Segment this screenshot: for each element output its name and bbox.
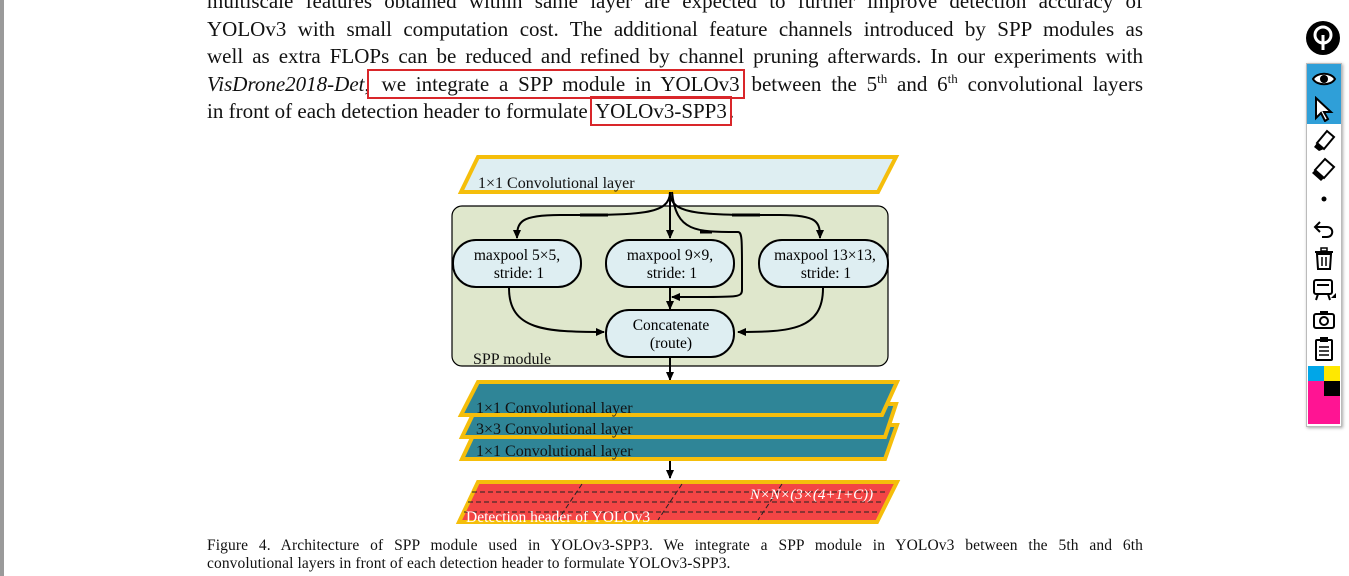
conv-layer-a-label: 1×1 Convolutional layer bbox=[476, 400, 633, 417]
maxpool-13-label: maxpool 13×13, bbox=[774, 247, 876, 264]
delete-button[interactable] bbox=[1307, 244, 1341, 274]
maxpool-9-node bbox=[605, 239, 735, 288]
figure-caption: Figure 4. Architecture of SPP module use… bbox=[207, 537, 1143, 573]
undo-icon bbox=[1313, 221, 1334, 238]
maxpool-5-node bbox=[452, 239, 582, 288]
paragraph-line: in front of each detection header to for… bbox=[207, 96, 1143, 126]
spp-arrows bbox=[508, 191, 824, 479]
whiteboard-button[interactable] bbox=[1307, 274, 1341, 304]
concatenate-node bbox=[605, 309, 735, 358]
conv-layer-b-label: 3×3 Convolutional layer bbox=[476, 421, 633, 438]
text-run: and 6 bbox=[887, 71, 948, 96]
color-swatch-cyan[interactable] bbox=[1308, 366, 1324, 381]
detection-formula: N×N×(3×(4+1+C)) bbox=[749, 487, 873, 503]
maxpool-13-node bbox=[758, 239, 889, 288]
detection-header-label: Detection header of YOLOv3 bbox=[466, 509, 650, 526]
color-swatch-magenta-2[interactable] bbox=[1324, 396, 1340, 424]
conv-layer-a-shape bbox=[457, 380, 901, 417]
concatenate-route: (route) bbox=[650, 335, 692, 352]
maxpool-5-stride: stride: 1 bbox=[494, 265, 544, 282]
highlight-annotation[interactable]: YOLOv3-SPP3 bbox=[590, 96, 732, 126]
board-icon bbox=[1313, 279, 1336, 301]
paragraph-line: YOLOv3 with small computation cost. The … bbox=[207, 16, 1143, 41]
dot-icon bbox=[1321, 196, 1327, 202]
eraser-icon bbox=[1312, 157, 1336, 181]
caption-line: Figure 4. Architecture of SPP module use… bbox=[207, 537, 1143, 554]
paragraph-line: VisDrone2018-Det, we integrate a SPP mod… bbox=[207, 68, 1143, 99]
body-paragraph: multiscale features obtained within same… bbox=[207, 0, 1143, 126]
superscript: th bbox=[947, 70, 958, 86]
camera-icon bbox=[1313, 311, 1335, 329]
logo-icon bbox=[1306, 21, 1340, 55]
cursor-icon bbox=[1315, 96, 1334, 122]
eye-icon bbox=[1311, 72, 1337, 86]
dataset-name: VisDrone2018-Det bbox=[207, 71, 365, 96]
conv-layer-c-label: 1×1 Convolutional layer bbox=[476, 443, 633, 460]
maxpool-13-stride: stride: 1 bbox=[801, 265, 851, 282]
branch-ticks bbox=[580, 213, 760, 234]
comma: , bbox=[364, 71, 370, 96]
detection-grid-lines bbox=[464, 483, 888, 521]
text-run: in front of each detection header to for… bbox=[207, 99, 593, 123]
cursor-tool-button[interactable] bbox=[1307, 94, 1341, 124]
maxpool-9-label: maxpool 9×9, bbox=[627, 247, 713, 264]
annotation-toolbar bbox=[1306, 63, 1342, 427]
text-run: between the 5 bbox=[741, 71, 878, 96]
color-swatch-black[interactable] bbox=[1324, 381, 1340, 396]
clipboard-icon bbox=[1315, 337, 1333, 361]
top-conv-layer-shape bbox=[457, 155, 900, 194]
color-swatch-yellow[interactable] bbox=[1324, 366, 1340, 381]
undo-button[interactable] bbox=[1307, 214, 1341, 244]
screenshot-button[interactable] bbox=[1307, 304, 1341, 334]
window-left-border bbox=[0, 0, 4, 576]
paragraph-line: multiscale features obtained within same… bbox=[207, 0, 1143, 13]
top-conv-label: 1×1 Convolutional layer bbox=[478, 175, 635, 192]
eraser-tool-button[interactable] bbox=[1307, 154, 1341, 184]
superscript: th bbox=[877, 70, 888, 86]
maxpool-9-stride: stride: 1 bbox=[647, 265, 697, 282]
caption-line: convolutional layers in front of each de… bbox=[207, 555, 731, 572]
clipboard-button[interactable] bbox=[1307, 334, 1341, 364]
trash-icon bbox=[1315, 247, 1333, 270]
highlight-annotation[interactable]: we integrate a SPP module in YOLOv3 bbox=[366, 68, 745, 99]
toggle-visibility-button[interactable] bbox=[1307, 64, 1341, 94]
concatenate-label: Concatenate bbox=[633, 317, 710, 334]
text-run: convolutional layers bbox=[957, 71, 1143, 96]
color-swatch-magenta[interactable] bbox=[1308, 381, 1324, 424]
highlighter-tool-button[interactable] bbox=[1307, 125, 1341, 155]
paragraph-line: well as extra FLOPs can be reduced and r… bbox=[207, 44, 1143, 68]
maxpool-5-label: maxpool 5×5, bbox=[474, 247, 560, 264]
period: . bbox=[728, 99, 735, 123]
spp-module-label: SPP module bbox=[473, 351, 551, 368]
toolbar-logo-button[interactable] bbox=[1305, 20, 1341, 56]
pen-size-button[interactable] bbox=[1307, 184, 1341, 214]
color-palette[interactable] bbox=[1308, 366, 1340, 424]
highlighter-icon bbox=[1314, 129, 1336, 151]
